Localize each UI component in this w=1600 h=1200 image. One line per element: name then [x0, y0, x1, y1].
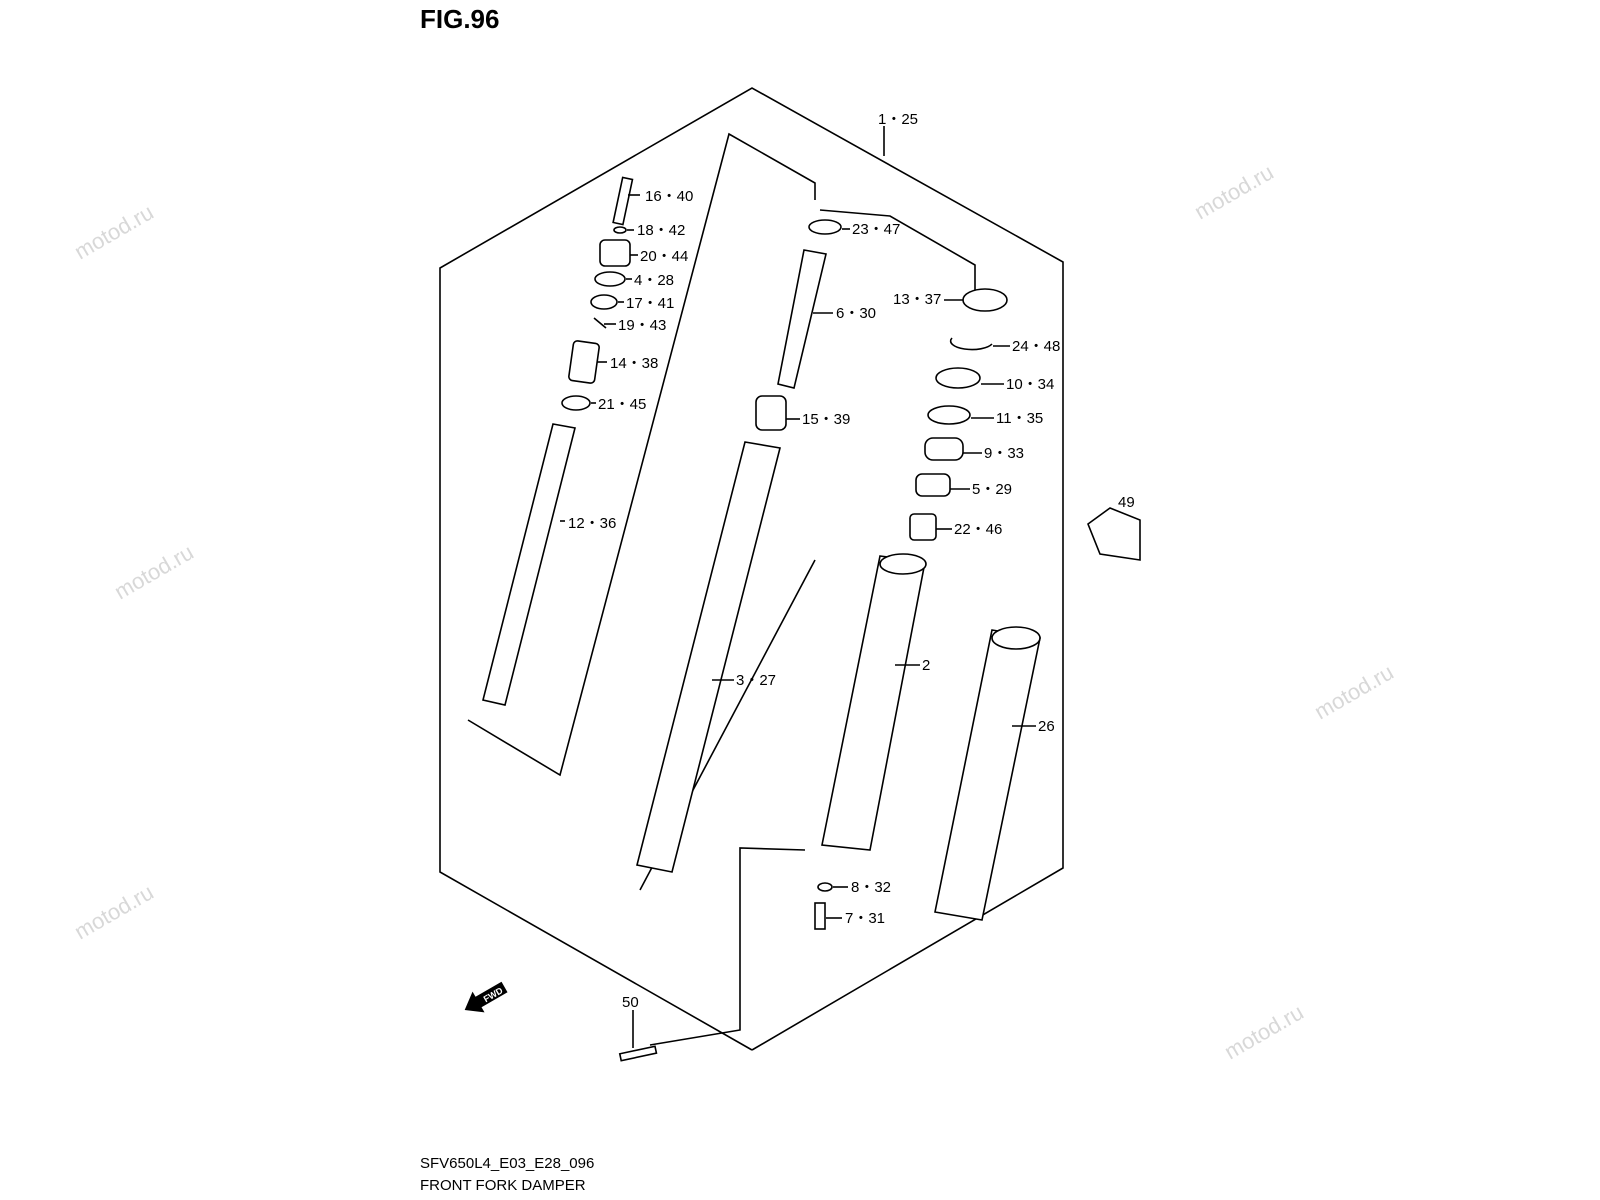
callout-21: 21・45 — [598, 396, 646, 413]
callout-2: 2 — [922, 657, 930, 674]
callout-26: 26 — [1038, 718, 1055, 735]
callout-14: 14・38 — [610, 355, 658, 372]
watermark-text: motod.ru — [70, 199, 158, 264]
callout-4: 4・28 — [634, 272, 674, 289]
watermark-text: motod.ru — [70, 879, 158, 944]
callout-22: 22・46 — [954, 521, 1002, 538]
callout-16: 16・40 — [645, 188, 693, 205]
forward-arrow-icon: FWD — [464, 981, 508, 1013]
callout-19: 19・43 — [618, 317, 666, 334]
damper-parts — [482, 176, 640, 706]
callout-7: 7・31 — [845, 910, 885, 927]
callout-10: 10・34 — [1006, 376, 1054, 393]
figure-code: SFV650L4_E03_E28_096 — [420, 1155, 594, 1172]
callout-24: 24・48 — [1012, 338, 1060, 355]
callout-1: 1・25 — [878, 111, 918, 128]
callout-23: 23・47 — [852, 221, 900, 238]
callout-17: 17・41 — [626, 295, 674, 312]
watermark-text: motod.ru — [1220, 999, 1308, 1064]
callout-15: 15・39 — [802, 411, 850, 428]
callout-13: 13・37 — [893, 291, 941, 308]
callout-6: 6・30 — [836, 305, 876, 322]
damper-group-outline — [467, 132, 816, 777]
callout-49: 49 — [1118, 494, 1135, 511]
callouts: 1・25 16・40 18・42 20・44 4・28 17・41 19・43 … — [568, 111, 1135, 1011]
figure-name: FRONT FORK DAMPER — [420, 1177, 586, 1194]
callout-5: 5・29 — [972, 481, 1012, 498]
figure-title: FIG.96 — [420, 4, 499, 34]
outer-tube-parts — [618, 288, 1141, 1062]
watermark-text: motod.ru — [1190, 159, 1278, 224]
callout-50: 50 — [622, 994, 639, 1011]
bolt-leader — [649, 847, 806, 1046]
callout-9: 9・33 — [984, 445, 1024, 462]
outer-tube-group-outline — [819, 209, 976, 300]
callout-11: 11・35 — [996, 410, 1043, 427]
callout-3: 3・27 — [736, 672, 776, 689]
callout-18: 18・42 — [637, 222, 685, 239]
callout-8: 8・32 — [851, 879, 891, 896]
watermark-text: motod.ru — [110, 539, 198, 604]
callout-20: 20・44 — [640, 248, 688, 265]
callout-12: 12・36 — [568, 515, 616, 532]
watermark-text: motod.ru — [1310, 659, 1398, 724]
inner-tube-parts — [636, 219, 850, 873]
assembly-outline — [439, 87, 1064, 1051]
